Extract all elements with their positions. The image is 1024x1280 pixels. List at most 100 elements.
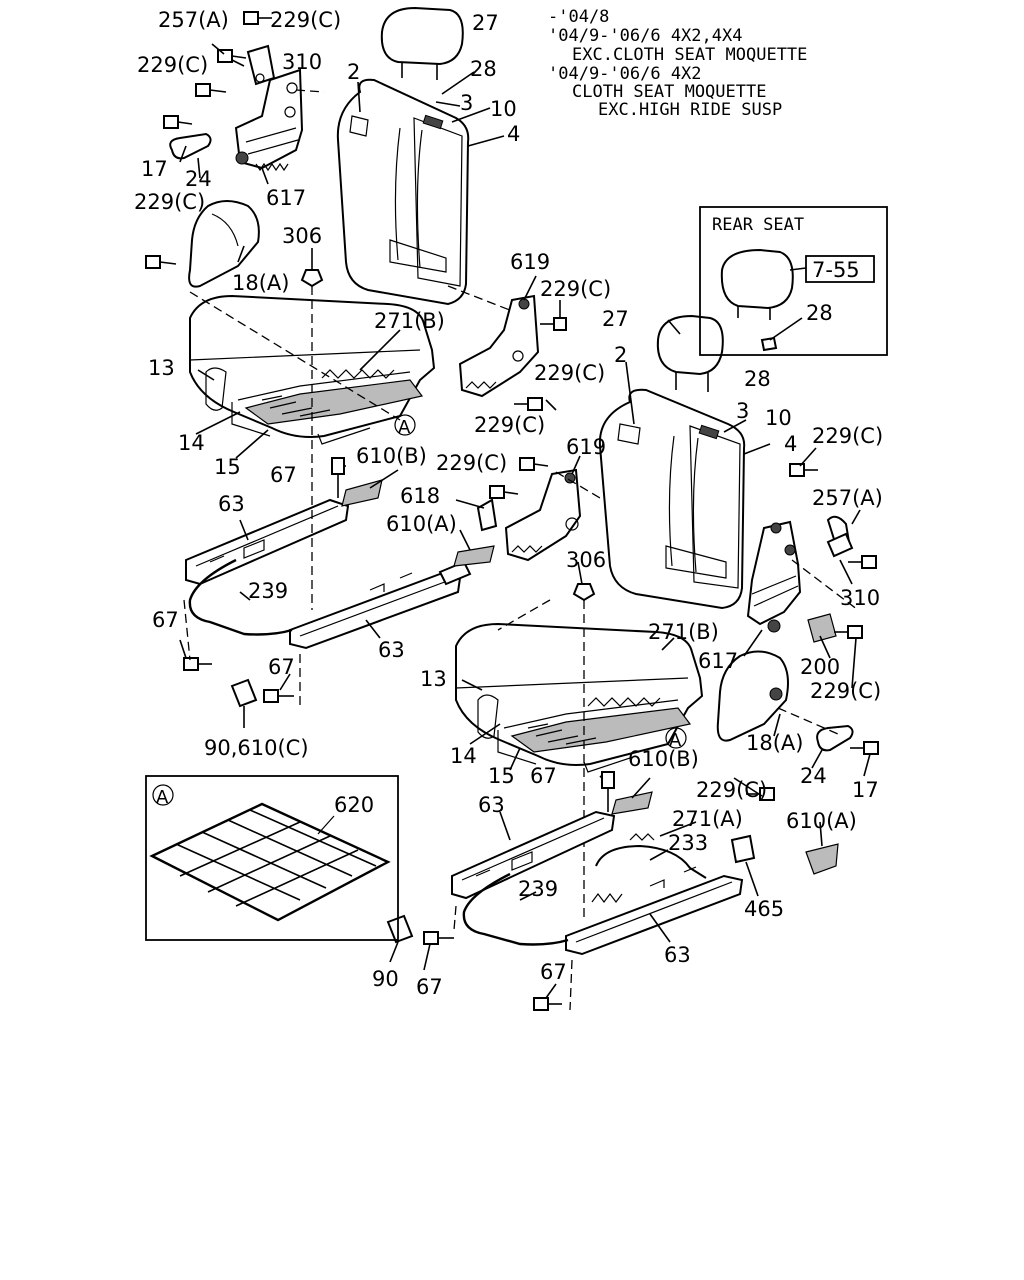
callout: 24: [800, 764, 827, 788]
spring-mat: [149, 802, 391, 922]
callout: 3: [736, 399, 749, 423]
seat-rail-right-inner: [451, 810, 616, 900]
recliner-cover-left: [188, 200, 260, 288]
callout: 14: [450, 744, 477, 768]
headrest-left: [380, 6, 464, 66]
callout: 18(A): [746, 731, 803, 755]
callout: 610(A): [386, 512, 457, 536]
callout: 306: [282, 224, 322, 248]
callout: 63: [478, 793, 505, 817]
callout: 67: [540, 960, 567, 984]
callout: 229(C): [134, 190, 205, 214]
callout: 4: [784, 432, 797, 456]
callout: 10: [765, 406, 792, 430]
note-3: EXC.CLOTH SEAT MOQUETTE: [572, 45, 807, 65]
callout: 229(C): [436, 451, 507, 475]
right-seat-assembly: [386, 314, 879, 1011]
callout: 271(A): [672, 807, 743, 831]
rear-seat-title: REAR SEAT: [712, 215, 804, 235]
callout: 18(A): [232, 271, 289, 295]
callout: 2: [614, 343, 627, 367]
callout: 14: [178, 431, 205, 455]
callout: 465: [744, 897, 784, 921]
callout: 15: [488, 764, 515, 788]
callout: 24: [185, 167, 212, 191]
callout: 610(A): [786, 809, 857, 833]
callout: 617: [698, 649, 738, 673]
callout: 229(C): [540, 277, 611, 301]
callout: 229(C): [812, 424, 883, 448]
center-recliner-brackets: [453, 294, 601, 567]
adjust-rod-right: [462, 872, 569, 946]
cable-right: [595, 844, 707, 879]
callout: 63: [378, 638, 405, 662]
marker-a-2: A: [669, 730, 682, 751]
callout: 4: [507, 122, 520, 146]
callout: 10: [490, 97, 517, 121]
callout: 257(A): [158, 8, 229, 32]
callout: 27: [472, 11, 499, 35]
note-2: '04/9-'06/6 4X2,4X4: [548, 26, 742, 46]
callout: 229(C): [270, 8, 341, 32]
left-seat-assembly: [145, 6, 521, 708]
callout: 17: [852, 778, 879, 802]
callout: 63: [664, 943, 691, 967]
callout: 13: [148, 356, 175, 380]
callout: 15: [214, 455, 241, 479]
applicability-notes: -'04/8 '04/9-'06/6 4X2,4X4 EXC.CLOTH SEA…: [548, 7, 807, 120]
headrest-right: [656, 314, 724, 376]
marker-a-1: A: [398, 417, 411, 438]
callout: 229(C): [474, 413, 545, 437]
callout: 233: [668, 831, 708, 855]
note-4: '04/9-'06/6 4X2: [548, 64, 702, 84]
callout: 27: [602, 307, 629, 331]
callout: 200: [800, 655, 840, 679]
callout: 239: [248, 579, 288, 603]
callout: 239: [518, 877, 558, 901]
callout: 2: [347, 60, 360, 84]
note-6: EXC.HIGH RIDE SUSP: [598, 100, 782, 120]
rear-seat-inset: REAR SEAT 7-55 28: [699, 206, 888, 356]
callout: 229(C): [137, 53, 208, 77]
rear-headrest: [720, 248, 794, 310]
callout: 229(C): [810, 679, 881, 703]
callout: 90,610(C): [204, 736, 309, 760]
seat-rail-left-inner: [185, 498, 350, 586]
seat-back-right: [598, 388, 746, 610]
callout: 257(A): [812, 486, 883, 510]
adjust-rod-left: [188, 558, 293, 636]
callout: 67: [416, 975, 443, 999]
callout: 310: [282, 50, 322, 74]
part-callouts: 257(A) 229(C) 27 229(C) 310 2 28 3 10 4 …: [134, 8, 883, 999]
callout: 271(B): [374, 309, 445, 333]
callout: 619: [510, 250, 550, 274]
note-5: CLOTH SEAT MOQUETTE: [572, 82, 766, 102]
callout: 310: [840, 586, 880, 610]
leader-lines: [179, 43, 871, 999]
callout: 610(B): [628, 747, 699, 771]
callout: 63: [218, 492, 245, 516]
callout: 229(C): [696, 778, 767, 802]
callout: 610(B): [356, 444, 427, 468]
callout: 618: [400, 484, 440, 508]
callout: 67: [152, 608, 179, 632]
callout: 67: [530, 764, 557, 788]
callout: 229(C): [534, 361, 605, 385]
seat-back-left: [336, 78, 470, 306]
callout: 67: [270, 463, 297, 487]
detail-marker: A: [156, 787, 169, 808]
callout: 617: [266, 186, 306, 210]
reference-markers: A A: [394, 414, 687, 751]
callout: 28: [744, 367, 771, 391]
detail-part: 620: [334, 793, 374, 817]
rear-seat-part: 28: [806, 301, 833, 325]
callout: 619: [566, 435, 606, 459]
callout: 67: [268, 655, 295, 679]
callout: 28: [470, 57, 497, 81]
callout: 13: [420, 667, 447, 691]
rear-seat-ref: 7-55: [812, 258, 860, 282]
detail-a-inset: A 620: [145, 775, 399, 941]
seat-rail-left-outer: [289, 572, 462, 650]
callout: 17: [141, 157, 168, 181]
